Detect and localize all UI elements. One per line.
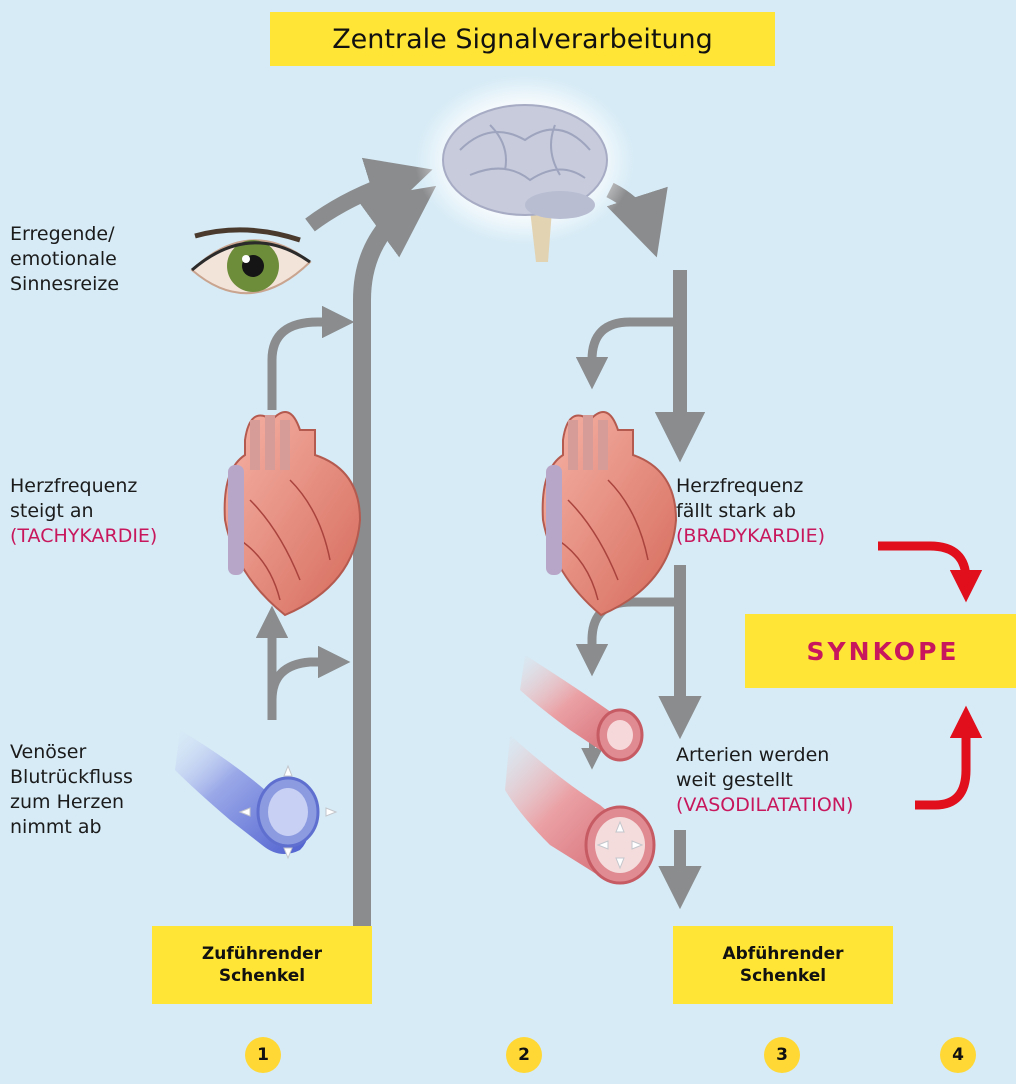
step-badge-4: 4 xyxy=(940,1037,976,1073)
step-badge-2: 2 xyxy=(506,1037,542,1073)
arteries-line-2: weit gestellt xyxy=(676,768,853,793)
tachykardie-label: Herzfrequenz steigt an (TACHYKARDIE) xyxy=(10,474,157,549)
brain-illustration xyxy=(415,75,635,262)
venous-return-label: Venöser Blutrückfluss zum Herzen nimmt a… xyxy=(10,740,133,840)
synkope-box: SYNKOPE xyxy=(745,614,1016,688)
title-box: Zentrale Signalverarbeitung xyxy=(270,12,775,66)
heart-to-afferent-arrow xyxy=(272,322,340,410)
vein-illustration xyxy=(175,730,336,858)
vasodilatation-term: (VASODILATATION) xyxy=(676,793,853,818)
efferent-leg-line-2: Schenkel xyxy=(740,965,826,987)
diagram-title: Zentrale Signalverarbeitung xyxy=(332,24,713,55)
step-badge-1: 1 xyxy=(245,1037,281,1073)
vasodilatation-to-synkope-arrow xyxy=(915,720,966,805)
afferent-leg-line-1: Zuführender xyxy=(202,943,322,965)
venous-line-2: Blutrückfluss xyxy=(10,765,133,790)
artery-illustration-narrow xyxy=(520,655,642,760)
venous-line-4: nimmt ab xyxy=(10,815,133,840)
heart-rate-up-line-1: Herzfrequenz xyxy=(10,474,157,499)
efferent-leg-line-1: Abführender xyxy=(722,943,843,965)
efferent-leg-box: Abführender Schenkel xyxy=(673,926,893,1004)
efferent-to-heart-arrow xyxy=(592,322,680,375)
stimulus-line-2: emotionale xyxy=(10,247,119,272)
bradykardie-label: Herzfrequenz fällt stark ab (BRADYKARDIE… xyxy=(676,474,825,549)
stimulus-line-3: Sinnesreize xyxy=(10,272,119,297)
tachykardie-term: (TACHYKARDIE) xyxy=(10,524,157,549)
stimulus-label: Erregende/ emotionale Sinnesreize xyxy=(10,222,119,297)
venous-line-3: zum Herzen xyxy=(10,790,133,815)
afferent-leg-box: Zuführender Schenkel xyxy=(152,926,372,1004)
stimulus-line-1: Erregende/ xyxy=(10,222,119,247)
eye-illustration xyxy=(192,230,310,293)
heart-rate-up-line-2: steigt an xyxy=(10,499,157,524)
heart-rate-down-line-2: fällt stark ab xyxy=(676,499,825,524)
bradykardie-to-synkope-arrow xyxy=(878,546,966,588)
heart-illustration-right xyxy=(543,412,676,615)
bradykardie-term: (BRADYKARDIE) xyxy=(676,524,825,549)
afferent-main-arrow xyxy=(362,205,410,930)
synkope-label: SYNKOPE xyxy=(807,637,960,666)
step-badge-3: 3 xyxy=(764,1037,800,1073)
arteries-line-1: Arterien werden xyxy=(676,743,853,768)
vein-to-afferent-arrow xyxy=(272,662,336,700)
heart-rate-down-line-1: Herzfrequenz xyxy=(676,474,825,499)
afferent-leg-line-2: Schenkel xyxy=(219,965,305,987)
heart-illustration-left xyxy=(225,412,360,615)
venous-line-1: Venöser xyxy=(10,740,133,765)
vasodilatation-label: Arterien werden weit gestellt (VASODILAT… xyxy=(676,743,853,818)
